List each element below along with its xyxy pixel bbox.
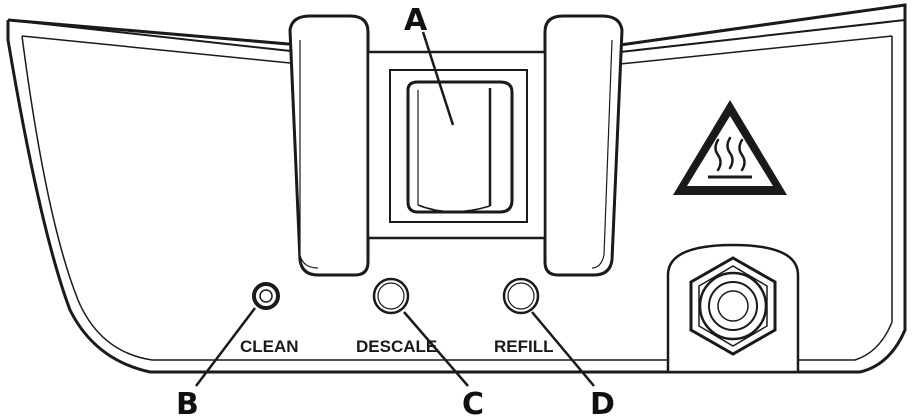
callout-a: A <box>404 3 428 38</box>
hot-surface-warning-icon <box>673 100 787 195</box>
clean-indicator-light <box>252 282 280 310</box>
callout-b: B <box>176 387 199 418</box>
right-tab <box>543 14 624 277</box>
callout-c: C <box>462 387 484 418</box>
callout-d-line <box>531 311 595 387</box>
refill-indicator-light <box>502 277 540 315</box>
callout-b-line <box>195 307 256 387</box>
callout-a-line <box>421 31 455 126</box>
clean-label: CLEAN <box>240 337 299 356</box>
callout-c-line <box>403 311 469 387</box>
left-tab <box>288 14 370 277</box>
refill-label: REFILL <box>494 337 554 356</box>
descale-label: DESCALE <box>356 337 437 356</box>
callout-d: D <box>590 387 615 418</box>
rocker-switch[interactable] <box>366 50 547 240</box>
steam-outlet-fitting-icon[interactable] <box>666 243 800 374</box>
descale-indicator-light <box>372 277 410 315</box>
